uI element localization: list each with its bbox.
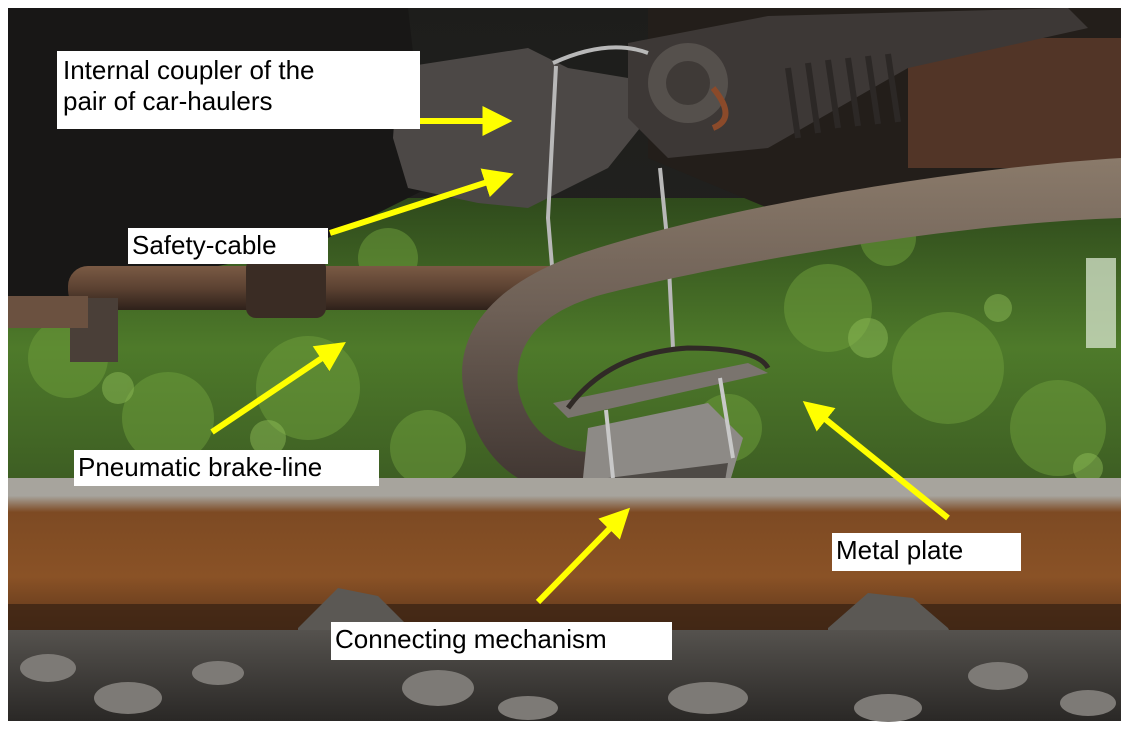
- plate-frame: [565, 345, 771, 410]
- label-metal-plate: Metal plate: [832, 533, 1021, 571]
- u-bolt: [604, 377, 735, 479]
- label-internal-coupler: Internal coupler of the pair of car-haul…: [57, 51, 420, 129]
- ballast-stones: [20, 654, 1116, 722]
- foliage-highlights: [102, 294, 1103, 483]
- arrow-safety-cable: [329, 168, 514, 236]
- arrow-brake-line: [210, 341, 346, 435]
- arrow-connecting-mechanism: [535, 507, 631, 605]
- left-bar: [8, 296, 88, 328]
- label-connecting-mechanism: Connecting mechanism: [331, 622, 672, 660]
- label-pneumatic-brake-line: Pneumatic brake-line: [74, 450, 379, 486]
- label-safety-cable: Safety-cable: [128, 228, 328, 264]
- coupler-body: [393, 48, 648, 208]
- hose: [462, 158, 1121, 495]
- brake-line-fitting: [246, 258, 326, 318]
- spring-coil: [785, 53, 901, 139]
- rusty-hook: [710, 86, 729, 131]
- coupler-assembly: [393, 8, 1088, 208]
- arrows: [210, 106, 950, 605]
- bright-gap: [1086, 258, 1116, 348]
- coupler-arm: [628, 8, 1088, 158]
- arrow-metal-plate: [802, 400, 950, 521]
- metal-plate: [553, 363, 768, 418]
- coupler-pin-cap: [666, 61, 710, 105]
